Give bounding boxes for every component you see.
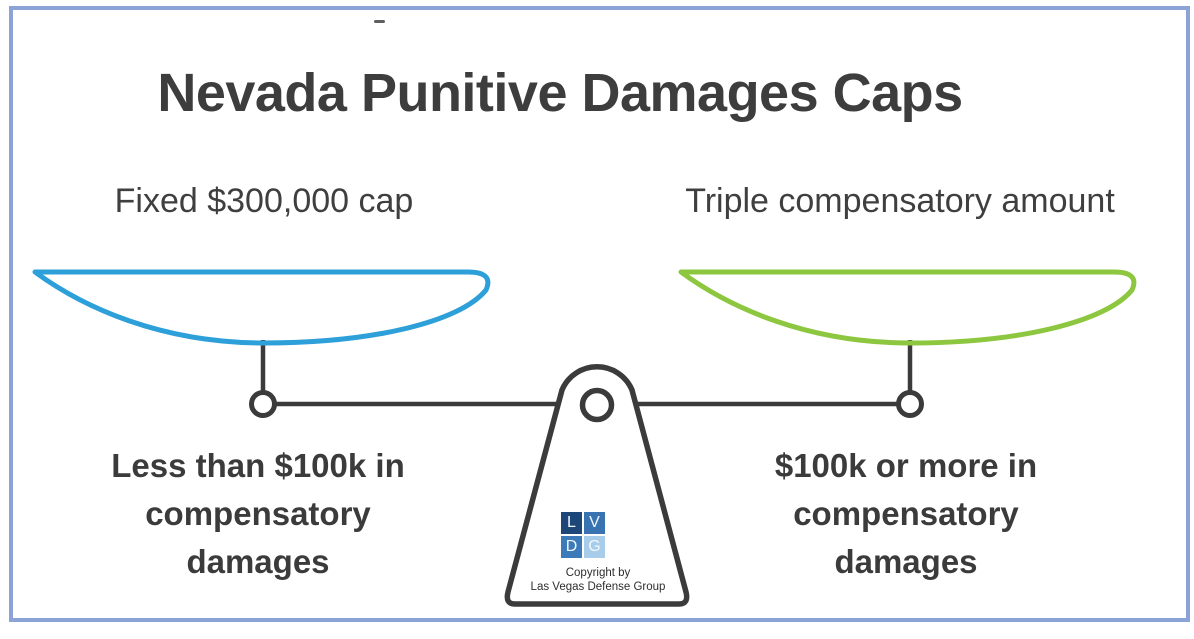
stray-mark xyxy=(374,20,385,23)
pivot-ring xyxy=(579,387,615,423)
right-pan-label: Triple compensatory amount xyxy=(685,182,1115,220)
left-ring xyxy=(249,390,277,418)
left-result-label: Less than $100k in compensatory damages xyxy=(111,447,405,580)
lvdg-logo: L V D G xyxy=(561,512,605,558)
copyright-notice: Copyright by Las Vegas Defense Group xyxy=(498,566,698,594)
page-title: Nevada Punitive Damages Caps xyxy=(157,63,963,124)
fulcrum-shape xyxy=(504,364,690,607)
right-result-label: $100k or more in compensatory damages xyxy=(774,447,1038,580)
left-pan-shape xyxy=(32,269,491,346)
logo-letter-v: V xyxy=(584,512,605,534)
copyright-line-2: Las Vegas Defense Group xyxy=(530,581,666,593)
right-pan-shape xyxy=(678,269,1137,346)
copyright-line-1: Copyright by xyxy=(565,567,631,579)
logo-letter-g: G xyxy=(584,536,605,558)
logo-letter-l: L xyxy=(561,512,582,534)
left-pan-label: Fixed $300,000 cap xyxy=(114,182,414,220)
right-ring xyxy=(896,390,924,418)
logo-letter-d: D xyxy=(561,536,582,558)
